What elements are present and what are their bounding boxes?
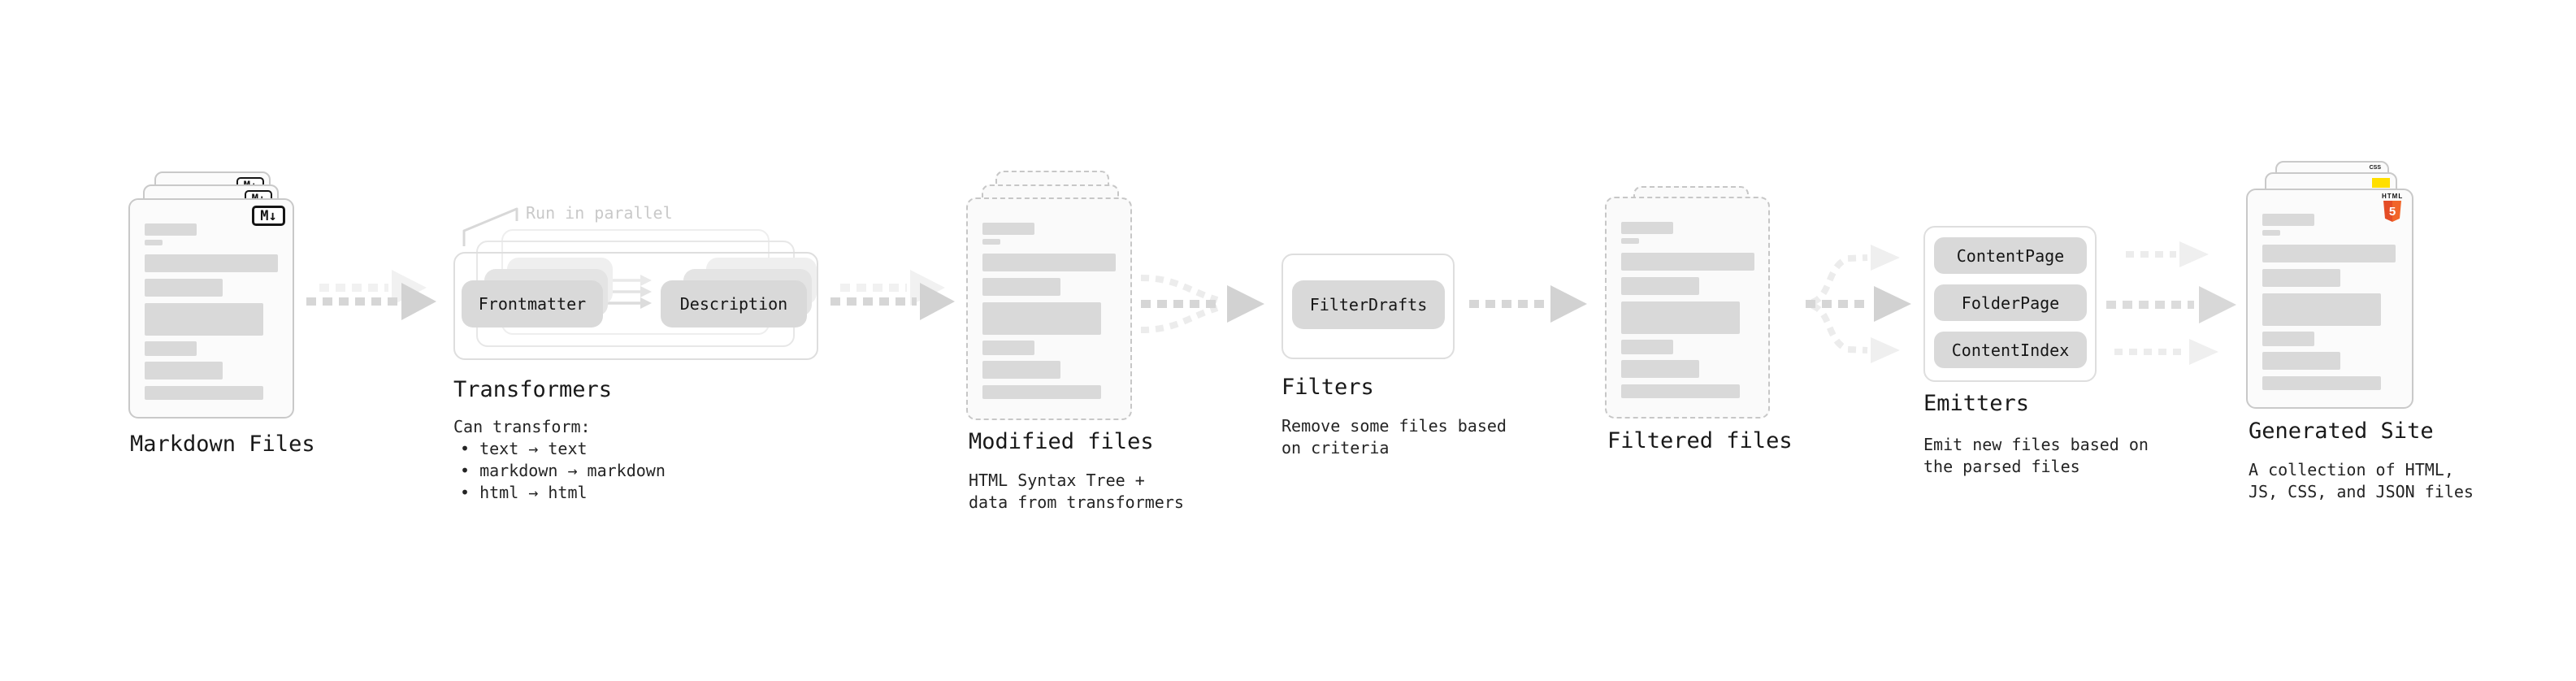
placeholder-line: [145, 341, 197, 356]
placeholder-line: [2262, 376, 2381, 390]
placeholder-line: [2262, 269, 2340, 287]
placeholder-line: [982, 223, 1034, 235]
transformers-description: Can transform: • text → text • markdown …: [453, 417, 666, 502]
transformers-label: Transformers: [453, 377, 613, 402]
javascript-icon: [2372, 178, 2390, 188]
placeholder-line: [982, 278, 1060, 296]
filtered-files-label: Filtered files: [1607, 428, 1793, 453]
pill-content-page: ContentPage: [1934, 237, 2087, 274]
css-icon: CSS: [2369, 165, 2381, 171]
emitters-container: [1923, 226, 2097, 382]
placeholder-line: [982, 385, 1101, 399]
placeholder-line: [982, 340, 1034, 355]
pill-content-index: ContentIndex: [1934, 332, 2087, 368]
arrow-filtered-to-emitters-diverge: [1806, 245, 1911, 363]
pill-description: Description: [661, 280, 807, 327]
pill-folder-page: FolderPage: [1934, 284, 2087, 321]
markdown-file-card: M↓: [128, 198, 294, 419]
placeholder-line: [1621, 238, 1639, 244]
placeholder-line: [2262, 214, 2314, 226]
placeholder-line: [1621, 384, 1740, 398]
placeholder-line: [1621, 253, 1754, 271]
transformer-layer-front: [453, 252, 818, 360]
modified-files-label: Modified files: [969, 429, 1154, 454]
filters-description: Remove some files based on criteria: [1281, 416, 1507, 458]
generated-html-card: HTML 5: [2246, 189, 2413, 409]
placeholder-line: [145, 362, 223, 380]
arrows-emitters-to-generated: [2106, 241, 2236, 365]
arrow-markdown-to-transformers: [306, 270, 436, 320]
placeholder-line: [145, 223, 197, 236]
emitters-label: Emitters: [1923, 391, 2030, 416]
placeholder-line: [145, 386, 263, 400]
run-in-parallel-callout: Run in parallel: [526, 203, 673, 223]
placeholder-line: [2262, 293, 2381, 326]
placeholder-line: [2262, 332, 2314, 346]
placeholder-line: [2262, 230, 2280, 236]
placeholder-line: [1621, 277, 1699, 295]
filtered-file-card: [1605, 197, 1770, 419]
placeholder-line: [145, 254, 278, 272]
filters-label: Filters: [1281, 375, 1374, 400]
placeholder-line: [1621, 301, 1740, 334]
placeholder-line: [2262, 352, 2340, 370]
placeholder-line: [982, 239, 1000, 245]
filters-container: [1281, 254, 1455, 359]
html5-shield: 5: [2383, 201, 2401, 222]
html5-icon: HTML 5: [2382, 193, 2403, 222]
placeholder-line: [2262, 245, 2396, 262]
arrow-transformers-to-modified: [830, 270, 955, 320]
markdown-icon: M↓: [252, 206, 285, 226]
pill-filter-drafts: FilterDrafts: [1292, 280, 1445, 329]
generated-site-description: A collection of HTML, JS, CSS, and JSON …: [2249, 460, 2474, 501]
placeholder-line: [145, 240, 163, 245]
placeholder-line: [145, 303, 263, 336]
placeholder-line: [1621, 222, 1673, 234]
placeholder-line: [145, 279, 223, 297]
modified-files-description: HTML Syntax Tree + data from transformer…: [969, 471, 1184, 512]
placeholder-line: [982, 302, 1101, 335]
emitters-description: Emit new files based on the parsed files: [1923, 435, 2149, 476]
generated-site-label: Generated Site: [2249, 419, 2434, 444]
modified-file-card: [966, 197, 1132, 420]
placeholder-line: [982, 361, 1060, 379]
placeholder-line: [982, 254, 1116, 271]
arrow-modified-to-filters-converge: [1140, 275, 1264, 333]
placeholder-line: [1621, 360, 1699, 378]
arrow-filters-to-filtered: [1469, 285, 1587, 323]
placeholder-line: [1621, 340, 1673, 354]
markdown-files-label: Markdown Files: [130, 432, 315, 457]
pill-frontmatter: Frontmatter: [462, 280, 603, 327]
